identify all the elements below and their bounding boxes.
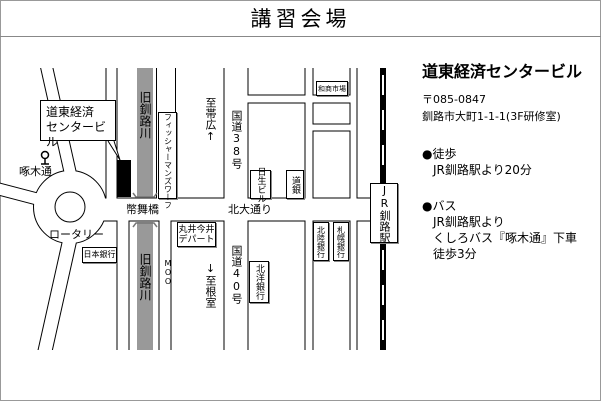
fisherman-wharf-box: フィッシャーマンズワーフ MOO [158,112,177,286]
route40-label: 国道40号 [230,245,243,304]
river-label-upper: 旧釧路川 [138,91,152,139]
callout-line: センタービル [46,120,107,149]
walk-heading: ●徒歩 [422,147,457,161]
address: 釧路市大町1-1-1(3F研修室) [422,110,561,123]
to-obihiro-label: 至帯広↑ [204,97,217,143]
river-upper [137,68,153,197]
venue-name: 道東経済センタービル [422,62,583,81]
river-lower [137,222,153,350]
jr-station-box: JR釧路駅 [370,183,398,243]
bridge-rail-north [132,192,158,198]
page-title: 講習会場 [250,7,351,31]
street-label: 北大通り [228,203,272,216]
fisherman-wharf-label: フィッシャーマンズワーフ [163,113,173,209]
hokuriku-bank-box: 北陸銀行 [313,222,329,261]
bus-detail-line: 徒歩3分 [433,247,477,261]
postal-code: 〒085-0847 [422,93,486,106]
sapporo-bank-box: 札幌銀行 [333,222,349,261]
dogin-label: 道銀 [290,175,300,194]
bus-detail-line: JR釧路駅より [433,215,505,229]
jr-station-label: JR釧路駅 [378,183,391,243]
venue-callout: 道東経済 センタービル [40,100,116,149]
rotary-island [54,191,86,223]
sapporo-label: 札幌銀行 [336,225,346,258]
hokuyo-label: 北洋銀行 [254,264,264,300]
bus-stop-label: 啄木通 [19,165,52,178]
venue-building [117,160,131,197]
to-nemuro-label: ↓至根室 [204,262,217,308]
bridge-label: 幣舞橋 [126,203,159,216]
marui-label: 丸井今井 [178,224,215,235]
nissei-label: 日生 [255,166,266,185]
bridge-rail-south [132,222,158,228]
route38-label: 国道38号 [230,110,243,169]
walk-detail: JR釧路駅より20分 [433,163,532,177]
nissei-building-box: 日生ビル [250,166,271,203]
boj-label: 日本銀行 [83,250,116,259]
boj-box: 日本銀行 [82,247,117,263]
callout-line: 道東経済 [46,105,95,119]
nissei-label: ビル [255,184,266,203]
hokuriku-label: 北陸銀行 [316,225,326,258]
hokuyo-bank-box: 北洋銀行 [249,261,269,303]
fisherman-wharf-sublabel: MOO [163,259,173,286]
river-label-lower: 旧釧路川 [138,253,152,301]
bus-detail-line: くしろバス『啄木通』下車 [433,231,578,245]
marui-imai-box: 丸井今井デパート [177,222,216,247]
callout-pointer [107,140,121,161]
washo-market-box: 和商市場 [316,81,348,96]
dogin-box: 道銀 [286,170,304,199]
washo-market-label: 和商市場 [318,84,346,93]
title-bar: 講習会場 [0,0,601,37]
marui-label: デパート [178,234,215,245]
rotary-label: ロータリー [49,228,104,241]
bus-heading: ●バス [422,199,457,213]
bus-stop-icon [40,150,50,165]
